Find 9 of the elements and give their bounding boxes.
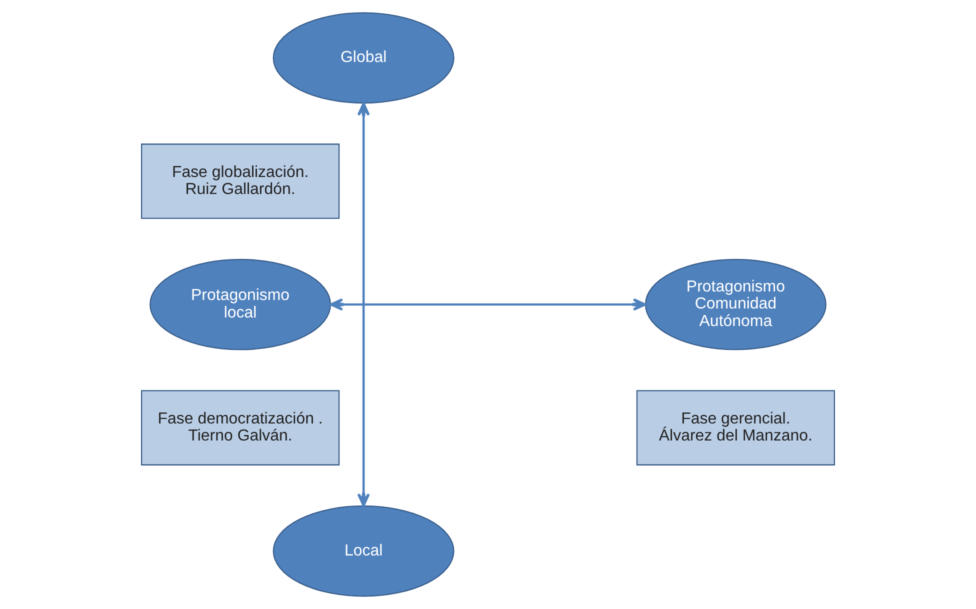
node-ellipse: Protagonismo local <box>150 258 332 350</box>
node-box: Fase democratización . Tierno Galván. <box>141 390 340 466</box>
node-ellipse: Local <box>272 505 454 597</box>
arrow <box>330 298 646 311</box>
node-box: Fase gerencial. Álvarez del Manzano. <box>636 390 835 466</box>
node-ellipse: Protagonismo Comunidad Autónoma <box>644 258 826 350</box>
node-ellipse: Global <box>272 12 454 104</box>
arrow <box>357 102 370 507</box>
node-box: Fase globalización. Ruiz Gallardón. <box>141 144 340 219</box>
